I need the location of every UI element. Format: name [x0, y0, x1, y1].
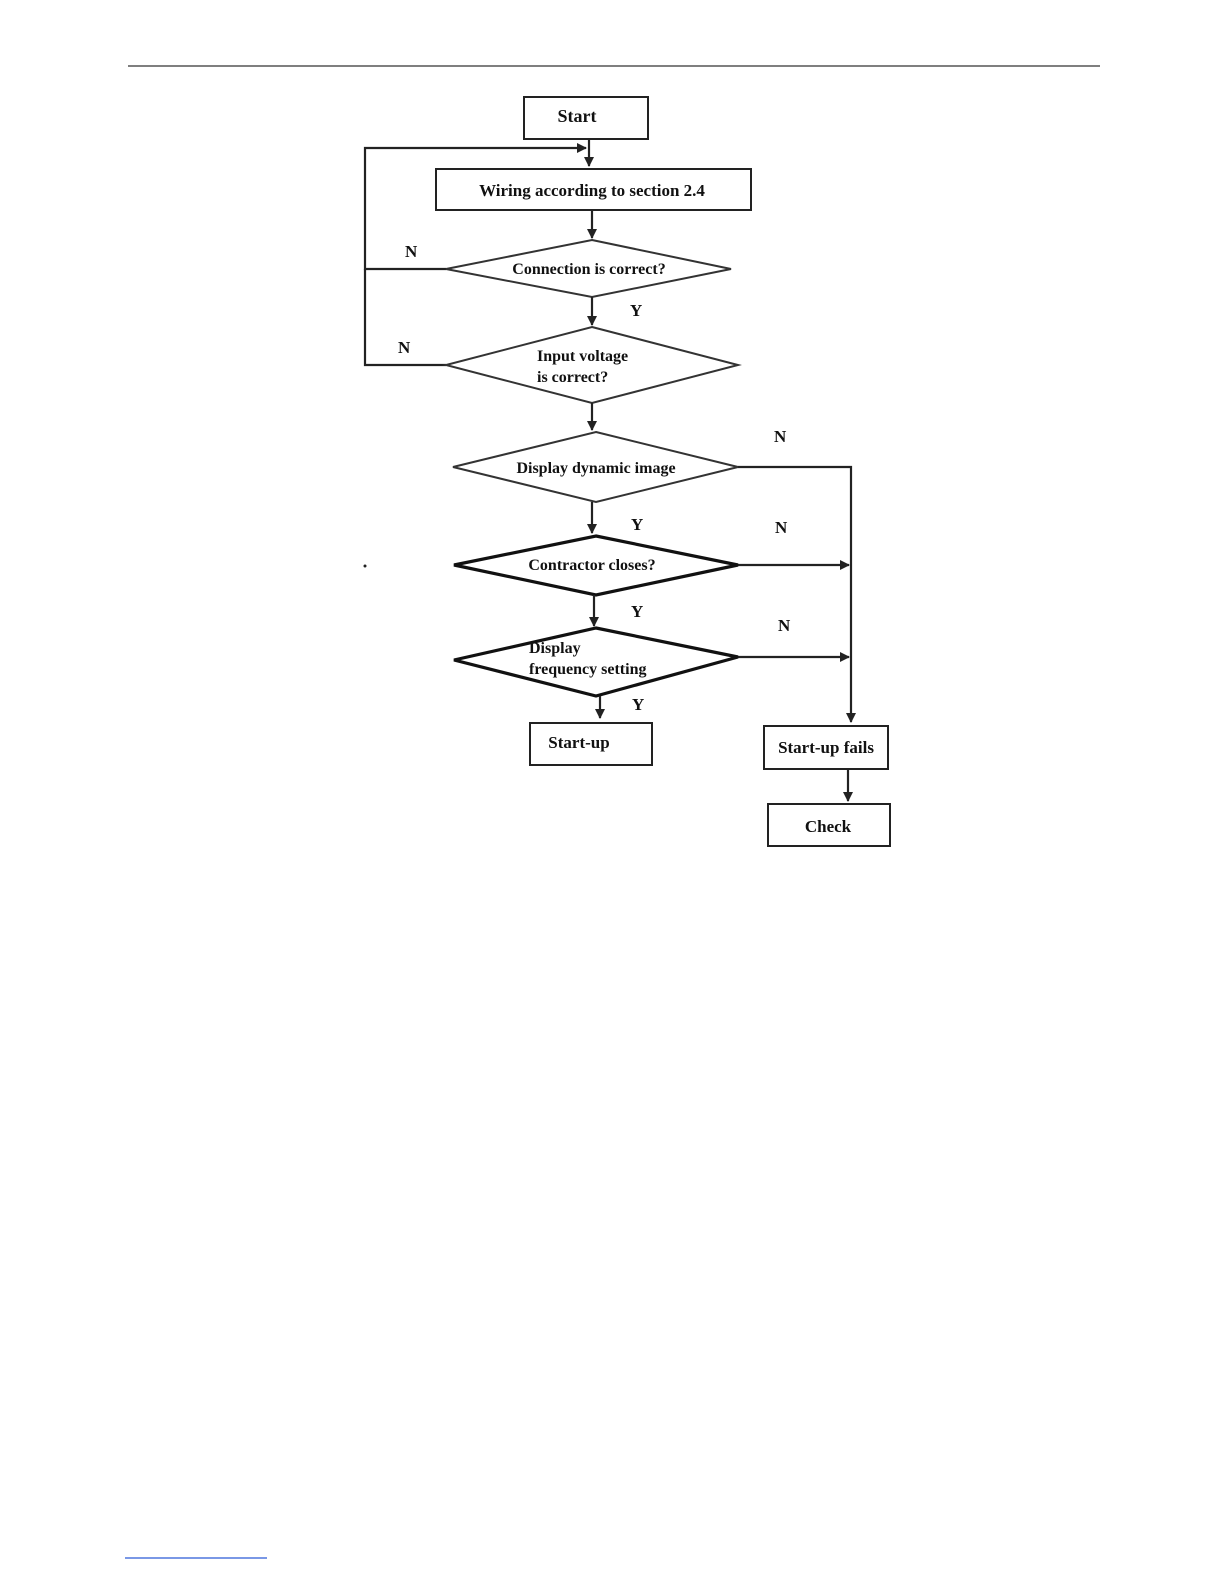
contractor-yes-label: Y [631, 602, 643, 621]
svg-text:Display: Display [529, 640, 581, 657]
stray-dot [364, 565, 367, 568]
contractor-no-label: N [775, 518, 788, 537]
check-node: Check [768, 804, 890, 846]
failure-branch-connector [738, 467, 851, 722]
svg-text:Connection is correct?: Connection is correct? [512, 261, 665, 278]
dynamic-image-yes-label: Y [631, 515, 643, 534]
startup-fails-node: Start-up fails [764, 726, 888, 769]
svg-text:Start-up: Start-up [548, 733, 609, 752]
frequency-yes-label: Y [632, 695, 644, 714]
dynamic-image-decision: Display dynamic image [453, 432, 738, 502]
svg-text:is correct?: is correct? [537, 369, 608, 386]
voltage-check-decision: Input voltage is correct? [446, 327, 738, 403]
svg-text:Start-up fails: Start-up fails [778, 738, 874, 757]
frequency-no-label: N [778, 616, 791, 635]
start-node: Start [524, 97, 648, 139]
frequency-setting-decision: Display frequency setting [454, 628, 738, 696]
svg-text:Input voltage: Input voltage [537, 348, 628, 365]
voltage-no-label: N [398, 338, 411, 357]
connection-yes-label: Y [630, 301, 642, 320]
dynamic-image-no-label: N [774, 427, 787, 446]
svg-text:Wiring according to section 2.: Wiring according to section 2.4 [479, 181, 705, 200]
connection-check-decision: Connection is correct? [446, 240, 731, 297]
contractor-decision: Contractor closes? [454, 536, 738, 595]
wiring-step: Wiring according to section 2.4 [436, 169, 751, 210]
startup-node: Start-up [530, 723, 652, 765]
svg-text:Start: Start [558, 106, 597, 126]
svg-text:Check: Check [805, 817, 852, 836]
svg-text:Contractor closes?: Contractor closes? [528, 557, 655, 574]
connection-no-label: N [405, 242, 418, 261]
svg-text:frequency setting: frequency setting [529, 661, 646, 678]
svg-text:Display dynamic image: Display dynamic image [516, 460, 675, 477]
